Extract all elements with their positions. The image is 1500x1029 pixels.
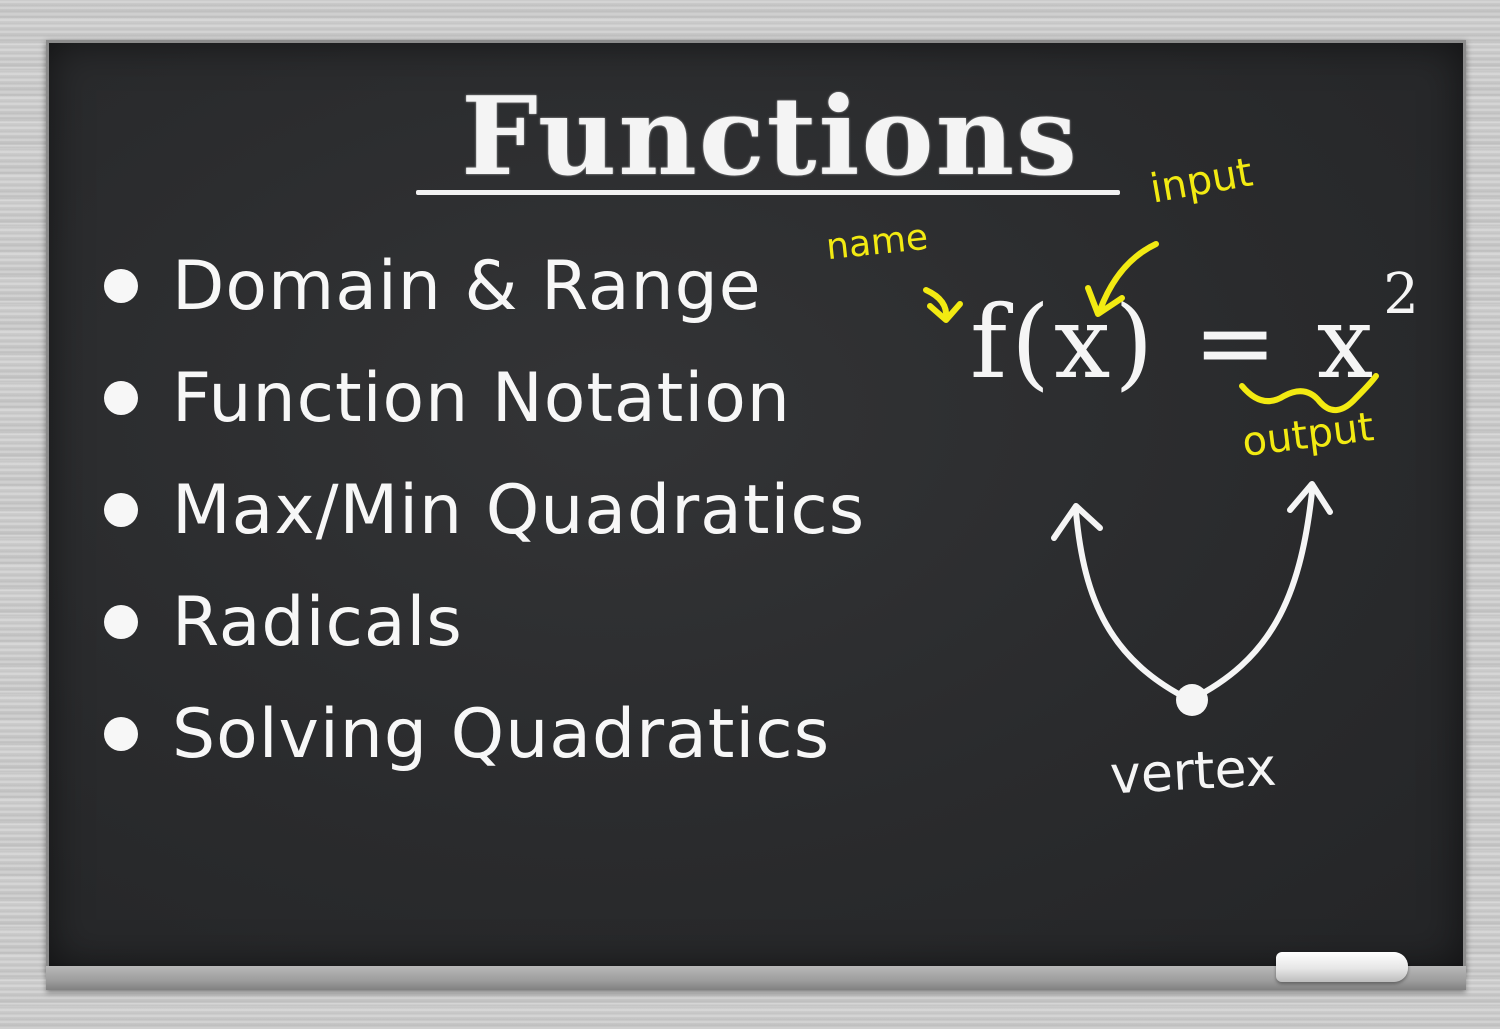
chalk-ledge — [46, 966, 1466, 990]
topic-item: Domain & Range — [104, 230, 865, 342]
formula-exponent: 2 — [1383, 262, 1423, 327]
bullet-icon — [104, 717, 138, 751]
topic-item: Max/Min Quadratics — [104, 454, 865, 566]
topic-label: Max/Min Quadratics — [172, 470, 866, 550]
topic-label: Function Notation — [172, 358, 791, 438]
bullet-icon — [104, 493, 138, 527]
formula-main: f(x) = x — [970, 284, 1378, 401]
topic-item: Radicals — [104, 566, 865, 678]
vertex-label: vertex — [1108, 737, 1278, 807]
topic-list: Domain & Range Function Notation Max/Min… — [104, 230, 865, 790]
board-title: Functions — [461, 74, 1079, 200]
topic-label: Radicals — [172, 582, 463, 662]
bullet-icon — [104, 605, 138, 639]
bullet-icon — [104, 269, 138, 303]
bullet-icon — [104, 381, 138, 415]
topic-label: Solving Quadratics — [172, 694, 831, 774]
topic-item: Function Notation — [104, 342, 865, 454]
topic-label: Domain & Range — [172, 246, 762, 326]
topic-item: Solving Quadratics — [104, 678, 865, 790]
title-underline — [416, 190, 1120, 195]
chalk-stick-icon — [1276, 952, 1408, 982]
